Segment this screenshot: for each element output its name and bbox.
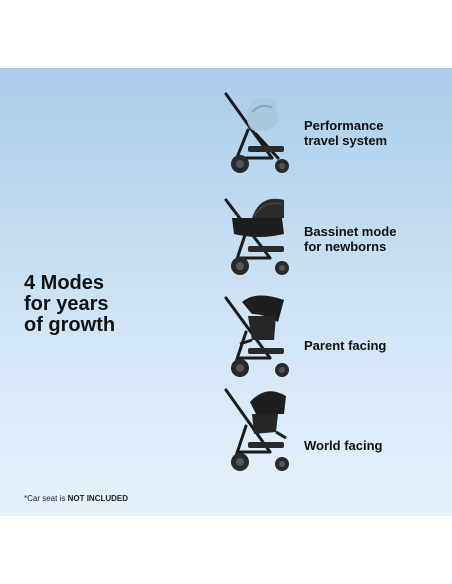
stroller-bassinet-icon: [224, 198, 289, 275]
mode-label-world-facing: World facing: [304, 438, 434, 453]
footnote-emphasis: NOT INCLUDED: [67, 494, 129, 503]
mode-label-bassinet: Bassinet mode for newborns: [304, 224, 434, 254]
headline-line-3: of growth: [24, 314, 116, 336]
mode-label-line: Bassinet mode: [304, 224, 397, 239]
footnote: *Car seat is NOT INCLUDED: [24, 494, 128, 503]
stroller-car-seat-icon: [224, 92, 289, 173]
modes-panel: 4 Modes for years of growth Performance …: [0, 68, 452, 516]
mode-label-line: World facing: [304, 438, 383, 453]
headline-line-1: 4 Modes: [24, 272, 105, 294]
stroller-parent-facing-icon: [224, 295, 289, 377]
headline: 4 Modes for years of growth: [24, 273, 184, 336]
mode-label-line: Performance: [304, 118, 384, 133]
mode-label-line: travel system: [304, 133, 388, 148]
mode-bassinet: Bassinet mode for newborns: [0, 190, 452, 290]
mode-travel-system: Performance travel system: [0, 88, 452, 188]
mode-label-parent-facing: Parent facing: [304, 338, 434, 353]
mode-label-line: Parent facing: [304, 338, 387, 353]
stroller-world-facing-icon: [224, 388, 289, 471]
mode-label-travel-system: Performance travel system: [304, 118, 434, 148]
mode-world-facing: World facing: [0, 386, 452, 486]
headline-line-2: for years: [24, 293, 109, 315]
mode-parent-facing: Parent facing: [0, 292, 452, 392]
footnote-prefix: *Car seat is: [24, 494, 68, 503]
mode-label-line: for newborns: [304, 239, 387, 254]
